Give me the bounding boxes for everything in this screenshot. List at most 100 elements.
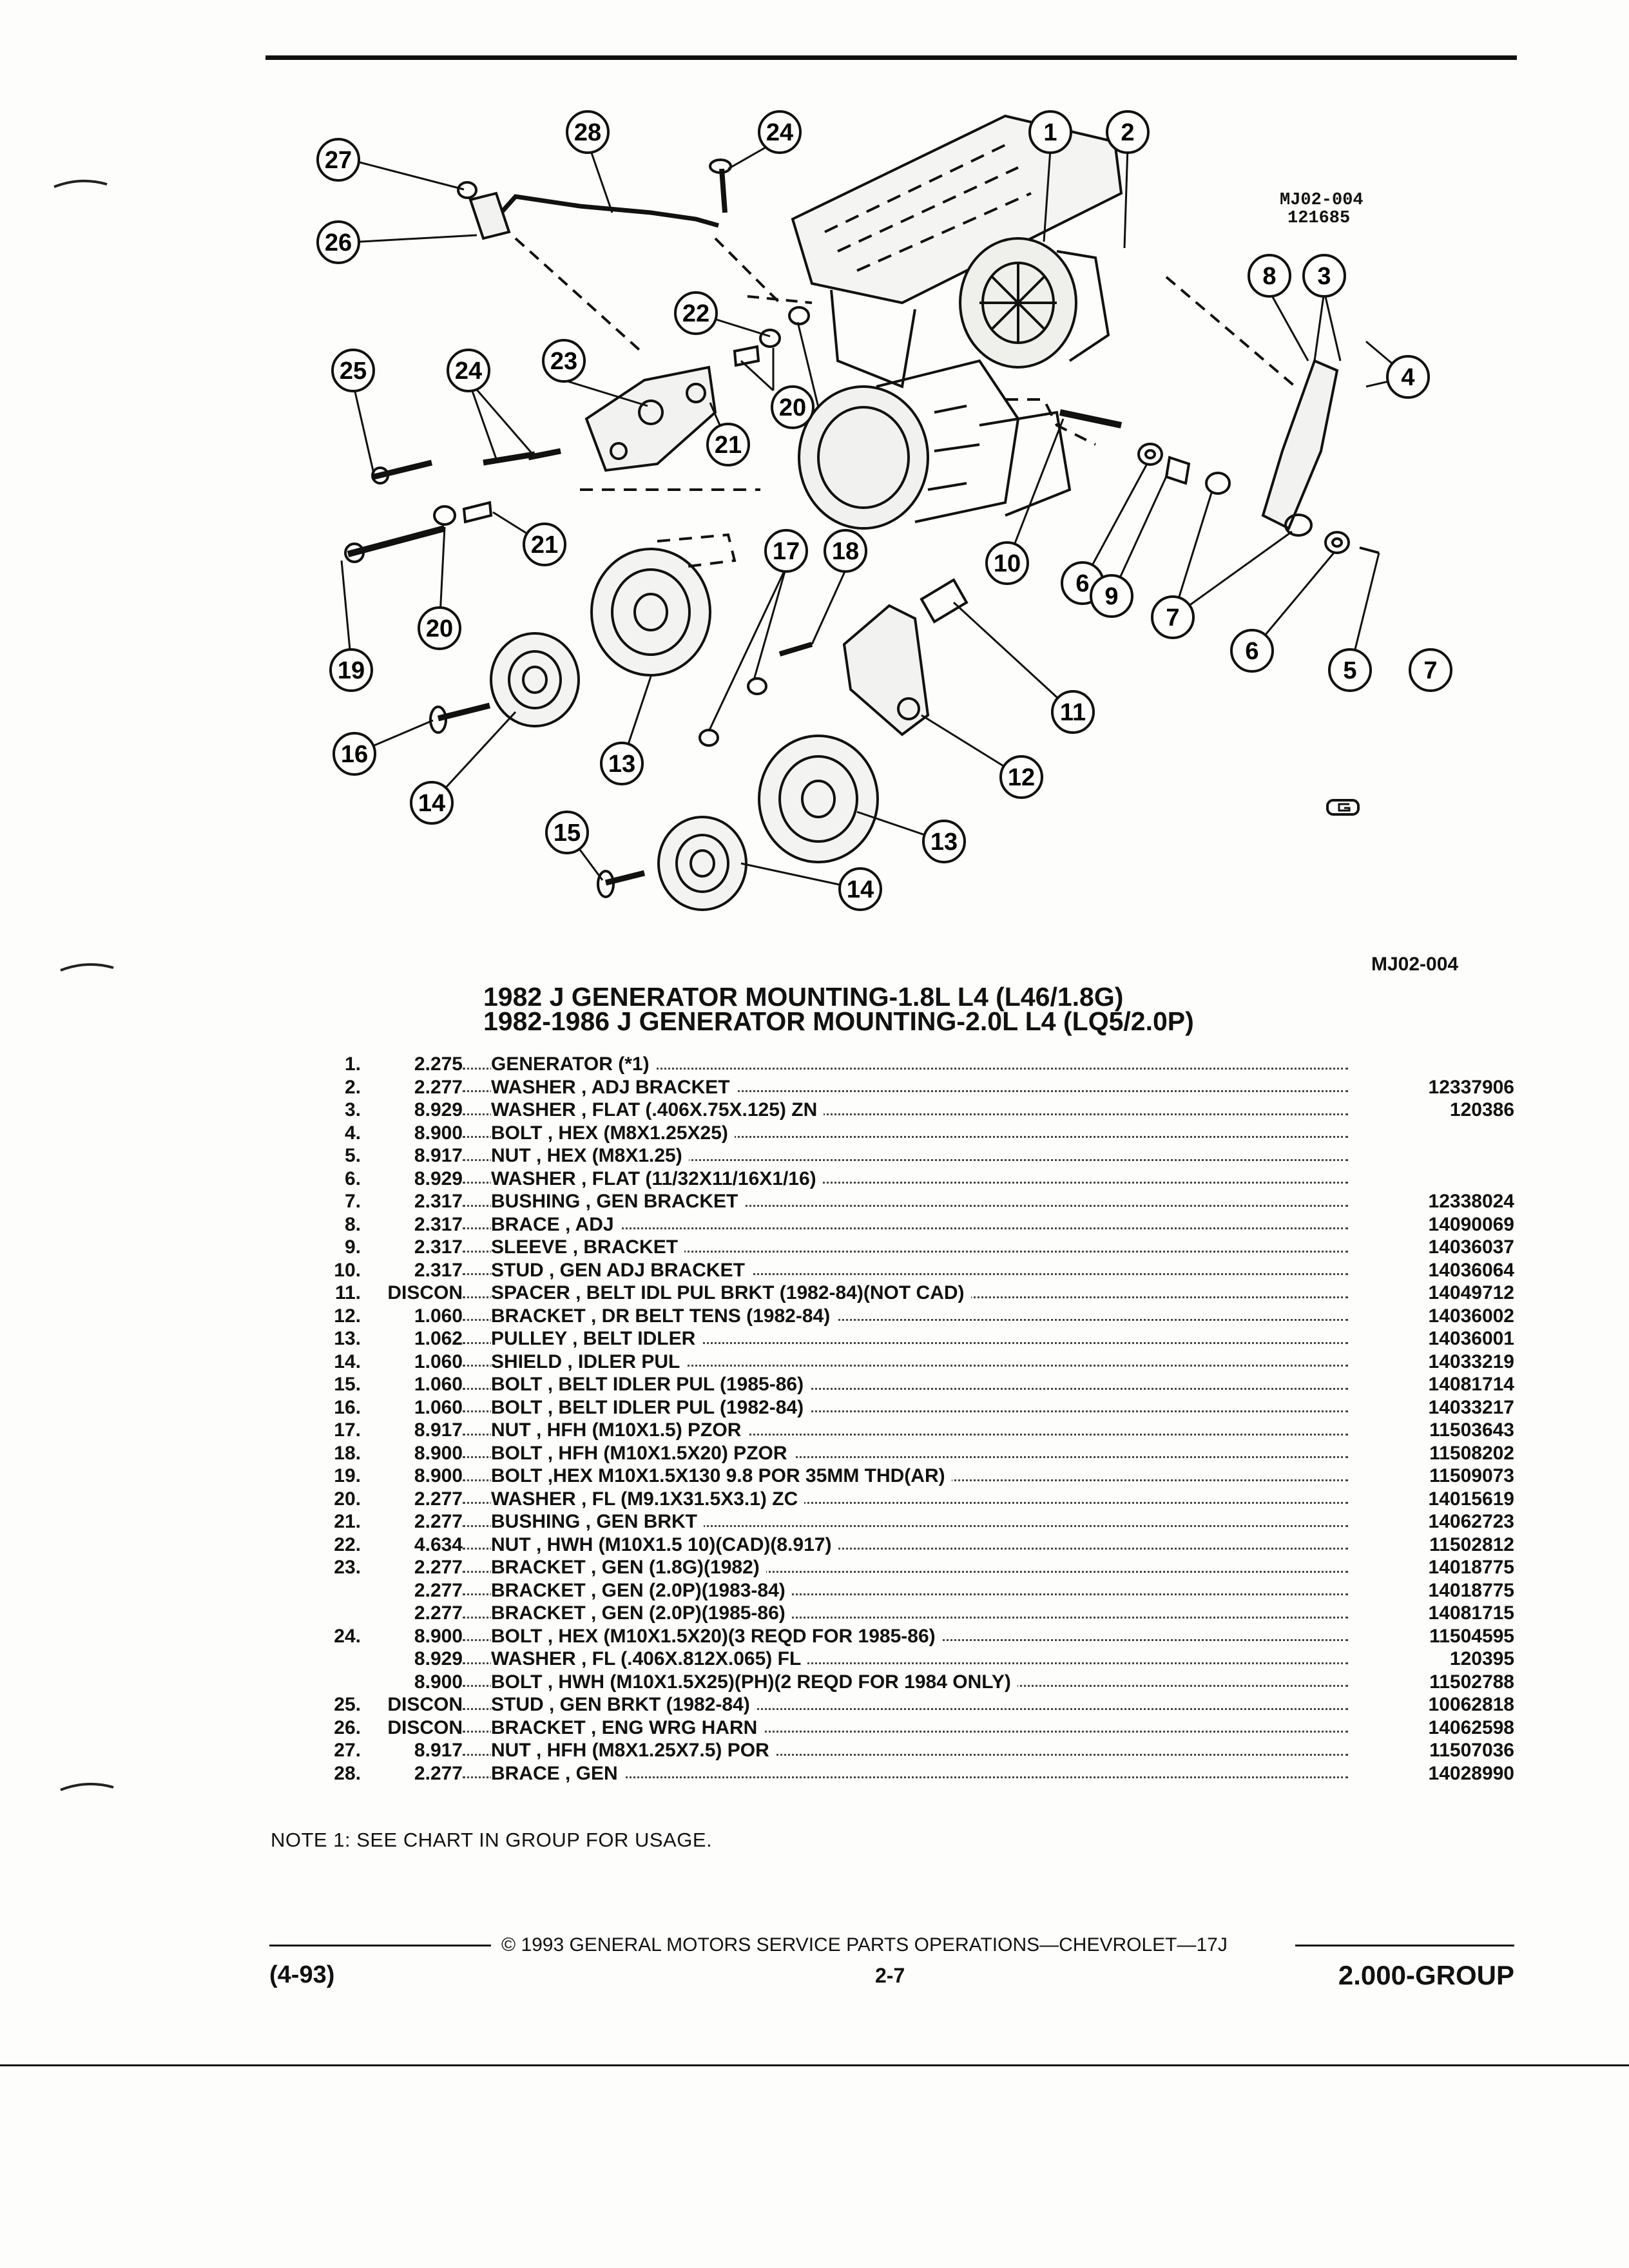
item-number: 21. — [334, 1511, 361, 1532]
callout-4: 4 — [1386, 355, 1430, 399]
svg-text:6: 6 — [1075, 570, 1089, 597]
part-description-cell: BOLT , BELT IDLER PUL (1985-86) — [463, 1373, 1348, 1396]
catalog-code: 8.900 — [414, 1625, 463, 1647]
footer-rule-left — [269, 1945, 491, 1946]
part-number: 14028990 — [1428, 1762, 1514, 1784]
part-description-cell: BRACKET , GEN (2.0P)(1985-86) — [463, 1602, 1348, 1625]
part-number — [1348, 1122, 1514, 1145]
callout-24: 24 — [447, 349, 490, 392]
catalog-code: 2.317 — [414, 1213, 463, 1235]
callout-10: 10 — [985, 541, 1029, 585]
part-number: 14015619 — [1428, 1488, 1514, 1510]
part-description-cell: BUSHING , GEN BRACKET — [463, 1190, 1348, 1213]
part-description-cell: BUSHING , GEN BRKT — [463, 1510, 1348, 1533]
svg-text:24: 24 — [455, 358, 482, 385]
part-description: BOLT , HEX (M10X1.5X20)(3 REQD FOR 1985-… — [491, 1625, 942, 1647]
part-description: NUT , HEX (M8X1.25) — [491, 1145, 689, 1166]
part-number: 11504595 — [1429, 1625, 1514, 1647]
svg-text:2: 2 — [1121, 119, 1134, 146]
part-number: 14081714 — [1428, 1374, 1514, 1395]
top-rule — [265, 55, 1517, 60]
callout-21: 21 — [523, 523, 566, 566]
part-description-cell: WASHER , FLAT (11/32X11/16X1/16) — [463, 1168, 1348, 1191]
item-number: 4. — [344, 1122, 361, 1144]
svg-text:15: 15 — [554, 820, 581, 847]
part-number: 14036064 — [1428, 1259, 1514, 1281]
item-number: 13. — [334, 1328, 361, 1349]
callout-23: 23 — [542, 339, 586, 383]
dot-leader — [463, 1570, 1348, 1573]
dot-leader — [463, 1067, 1348, 1070]
part-description: BRACE , GEN — [491, 1762, 624, 1784]
part-number — [1348, 1144, 1514, 1168]
part-description: BOLT ,HEX M10X1.5X130 9.8 POR 35MM THD(A… — [491, 1465, 952, 1486]
part-description-cell: WASHER , FL (.406X.812X.065) FL — [463, 1648, 1348, 1671]
callout-6: 6 — [1230, 629, 1274, 673]
svg-text:14: 14 — [418, 790, 445, 817]
callout-28: 28 — [566, 110, 610, 154]
catalog-code: 2.277 — [414, 1076, 463, 1098]
callout-14: 14 — [838, 867, 882, 911]
item-number: 19. — [334, 1465, 361, 1486]
callout-15: 15 — [545, 811, 589, 854]
part-number: 120395 — [1449, 1648, 1514, 1669]
svg-text:21: 21 — [531, 532, 558, 559]
part-description: SPACER , BELT IDL PUL BRKT (1982-84)(NOT… — [491, 1282, 971, 1303]
part-description: BRACKET , GEN (2.0P)(1983-84) — [491, 1579, 792, 1601]
catalog-code: 8.900 — [414, 1671, 463, 1693]
part-number: 14036037 — [1428, 1236, 1514, 1258]
catalog-code: 2.275 — [414, 1053, 463, 1075]
part-number: 14090069 — [1428, 1213, 1514, 1235]
diagram-reference-id: MJ02-004 — [1371, 954, 1459, 975]
dot-leader — [463, 1593, 1348, 1595]
dot-leader — [463, 1090, 1348, 1092]
diagram-code-label: MJ02-004 121685 — [1280, 191, 1364, 227]
part-description-cell: NUT , HWH (M10X1.5 10)(CAD)(8.917) — [463, 1533, 1348, 1557]
dot-leader — [463, 1113, 1348, 1115]
catalog-code: DISCON — [387, 1282, 463, 1303]
catalog-code: 2.277 — [414, 1762, 463, 1784]
part-number: 11509073 — [1429, 1465, 1514, 1486]
title-line-2: 1982-1986 J GENERATOR MOUNTING-2.0L L4 (… — [483, 1006, 1194, 1036]
catalog-code: 1.060 — [414, 1396, 463, 1418]
callout-26: 26 — [316, 220, 360, 264]
dot-leader — [463, 1433, 1348, 1436]
catalog-code: 8.917 — [414, 1145, 463, 1166]
part-number: 11503643 — [1429, 1419, 1514, 1441]
svg-text:20: 20 — [426, 615, 453, 642]
part-description-cell: WASHER , ADJ BRACKET — [463, 1076, 1348, 1099]
svg-text:18: 18 — [832, 538, 859, 565]
diagram-date-code: 121685 — [1287, 209, 1351, 228]
svg-text:25: 25 — [340, 358, 367, 385]
part-description: SLEEVE , BRACKET — [491, 1236, 685, 1258]
callout-13: 13 — [600, 742, 644, 785]
part-description: BRACKET , ENG WRG HARN — [491, 1716, 764, 1738]
dot-leader — [463, 1707, 1348, 1710]
callout-3: 3 — [1302, 254, 1346, 298]
part-number: 14018775 — [1428, 1579, 1514, 1601]
part-description-cell: BOLT , HEX (M8X1.25X25) — [463, 1122, 1348, 1145]
callout-17: 17 — [764, 529, 808, 573]
svg-text:8: 8 — [1262, 263, 1276, 290]
part-description-cell: BOLT , HEX (M10X1.5X20)(3 REQD FOR 1985-… — [463, 1625, 1348, 1648]
part-description-cell: SLEEVE , BRACKET — [463, 1236, 1348, 1259]
svg-text:22: 22 — [682, 300, 709, 327]
part-description: WASHER , ADJ BRACKET — [491, 1076, 737, 1098]
item-number: 1. — [344, 1053, 361, 1075]
svg-text:11: 11 — [1060, 699, 1086, 726]
item-number: 16. — [334, 1396, 361, 1418]
part-description: BRACKET , GEN (2.0P)(1985-86) — [491, 1602, 792, 1624]
part-description-cell: STUD , GEN BRKT (1982-84) — [463, 1693, 1348, 1716]
